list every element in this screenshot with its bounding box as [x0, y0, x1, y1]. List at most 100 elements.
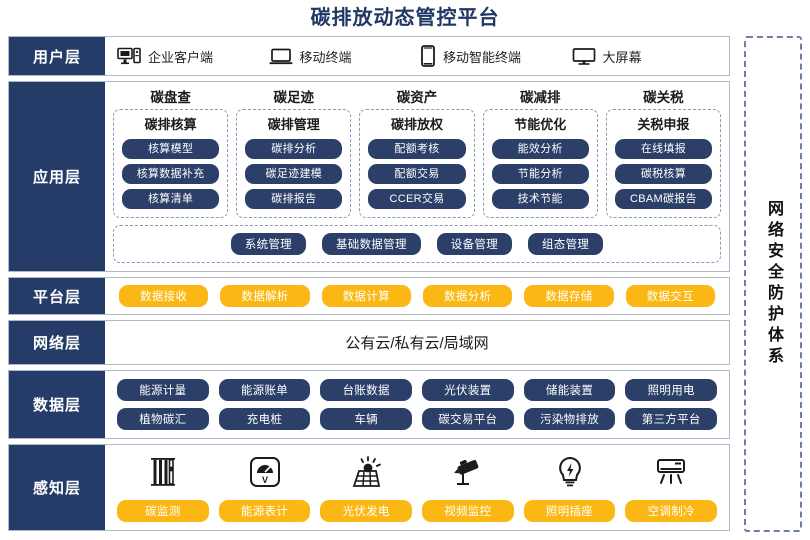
- user-item-mobile-terminal[interactable]: 移动终端: [269, 47, 415, 66]
- app-item-button[interactable]: 核算清单: [122, 189, 220, 209]
- light-bulb-icon: [557, 451, 583, 493]
- app-card-title: 节能优化: [514, 117, 567, 132]
- app-item-button[interactable]: 节能分析: [491, 164, 589, 184]
- layer-data-body: 能源计量 能源账单 台账数据 光伏装置 储能装置 照明用电 植物碳汇 充电桩 车…: [105, 371, 729, 438]
- app-column-carbon-inventory: 碳盘查 碳排核算 核算模型 核算数据补充 核算清单: [113, 86, 229, 218]
- application-columns: 碳盘查 碳排核算 核算模型 核算数据补充 核算清单 碳足迹 碳排管理 碳排分析: [113, 86, 722, 218]
- layer-application-body: 碳盘查 碳排核算 核算模型 核算数据补充 核算清单 碳足迹 碳排管理 碳排分析: [105, 82, 729, 271]
- platform-button[interactable]: 数据存储: [524, 285, 614, 307]
- sense-item-label: 照明插座: [523, 500, 616, 522]
- layer-platform: 平台层 数据接收 数据解析 数据计算 数据分析 数据存储 数据交互: [8, 277, 730, 315]
- app-card: 碳排核算 核算模型 核算数据补充 核算清单: [113, 109, 229, 218]
- app-item-button[interactable]: CBAM碳报告: [614, 189, 713, 209]
- app-card: 关税申报 在线填报 碳税核算 CBAM碳报告: [605, 109, 722, 218]
- layer-data-label: 数据层: [9, 371, 105, 438]
- data-source-button[interactable]: 植物碳汇: [117, 408, 209, 430]
- app-item-button[interactable]: 核算模型: [122, 139, 220, 159]
- platform-button[interactable]: 数据计算: [321, 285, 411, 307]
- platform-button[interactable]: 数据接收: [119, 285, 209, 307]
- app-card: 节能优化 能效分析 节能分析 技术节能: [482, 109, 598, 218]
- app-card-title: 碳排放权: [391, 117, 444, 132]
- security-band: 网络安全防护体系: [744, 36, 802, 532]
- app-item-button[interactable]: 在线填报: [614, 139, 713, 159]
- app-card: 碳排放权 配额考核 配额交易 CCER交易: [359, 109, 475, 218]
- layer-network-body: 公有云/私有云/局域网: [105, 321, 729, 364]
- sense-item-label: 空调制冷: [625, 500, 718, 522]
- data-source-button[interactable]: 第三方平台: [625, 408, 718, 430]
- app-item-button[interactable]: 碳排分析: [245, 139, 343, 159]
- layer-platform-body: 数据接收 数据解析 数据计算 数据分析 数据存储 数据交互: [105, 278, 729, 314]
- smartphone-icon: [420, 45, 436, 67]
- app-column-carbon-reduction: 碳减排 节能优化 能效分析 节能分析 技术节能: [482, 86, 598, 218]
- sense-item-video-surveillance[interactable]: 视频监控: [422, 451, 514, 522]
- layer-network: 网络层 公有云/私有云/局域网: [8, 320, 730, 365]
- management-button[interactable]: 基础数据管理: [321, 233, 421, 255]
- management-card: 系统管理 基础数据管理 设备管理 组态管理: [113, 225, 721, 263]
- app-column-title: 碳足迹: [273, 90, 315, 105]
- sense-item-energy-meter[interactable]: V 能源表计: [218, 451, 311, 522]
- data-row: 植物碳汇 充电桩 车辆 碳交易平台 污染物排放 第三方平台: [117, 408, 718, 430]
- data-source-button[interactable]: 光伏装置: [422, 379, 514, 401]
- management-button[interactable]: 组态管理: [528, 233, 604, 255]
- data-source-button[interactable]: 车辆: [320, 408, 413, 430]
- app-item-button[interactable]: 碳排报告: [245, 189, 343, 209]
- air-conditioner-icon: [654, 451, 688, 493]
- app-item-button[interactable]: 配额考核: [368, 139, 466, 159]
- app-item-button[interactable]: 配额交易: [368, 164, 466, 184]
- app-item-button[interactable]: 核算数据补充: [122, 164, 220, 184]
- desktop-tower-icon: [117, 47, 141, 66]
- user-item-enterprise-client[interactable]: 企业客户端: [117, 47, 263, 66]
- app-item-button[interactable]: 碳足迹建模: [245, 164, 343, 184]
- layer-sense-body: 碳监测 V 能源表计: [105, 445, 729, 530]
- app-item-button[interactable]: 碳税核算: [614, 164, 713, 184]
- layer-sense-label: 感知层: [9, 445, 105, 530]
- data-source-button[interactable]: 充电桩: [218, 408, 311, 430]
- layer-user: 用户层: [8, 36, 730, 76]
- sense-item-label: 视频监控: [422, 500, 514, 522]
- layer-application: 应用层 碳盘查 碳排核算 核算模型 核算数据补充 核算清单 碳足迹: [8, 81, 730, 272]
- app-card-title: 碳排管理: [267, 117, 320, 132]
- sense-item-air-conditioning[interactable]: 空调制冷: [625, 451, 718, 522]
- app-column-title: 碳盘查: [150, 90, 191, 105]
- sense-item-lighting-socket[interactable]: 照明插座: [523, 451, 616, 522]
- app-item-button[interactable]: 技术节能: [491, 189, 589, 209]
- management-button[interactable]: 系统管理: [230, 233, 306, 255]
- layer-platform-label: 平台层: [9, 278, 105, 314]
- data-source-button[interactable]: 台账数据: [320, 379, 413, 401]
- data-source-button[interactable]: 碳交易平台: [422, 408, 514, 430]
- network-text: 公有云/私有云/局域网: [345, 335, 489, 352]
- data-source-button[interactable]: 能源账单: [218, 379, 311, 401]
- user-item-large-screen[interactable]: 大屏幕: [572, 47, 718, 66]
- management-button[interactable]: 设备管理: [436, 233, 512, 255]
- data-source-button[interactable]: 污染物排放: [523, 408, 616, 430]
- app-column-title: 碳关税: [643, 90, 684, 105]
- app-column-carbon-assets: 碳资产 碳排放权 配额考核 配额交易 CCER交易: [359, 86, 475, 218]
- user-item-smart-mobile-terminal[interactable]: 移动智能终端: [420, 45, 566, 67]
- cctv-camera-icon: [451, 451, 485, 493]
- sense-item-solar-power[interactable]: 光伏发电: [320, 451, 413, 522]
- layer-network-label: 网络层: [9, 321, 105, 364]
- platform-button[interactable]: 数据分析: [422, 285, 513, 307]
- laptop-icon: [269, 47, 293, 66]
- app-card: 碳排管理 碳排分析 碳足迹建模 碳排报告: [236, 109, 352, 218]
- app-card-title: 碳排核算: [144, 117, 197, 132]
- layer-sense: 感知层: [8, 444, 730, 531]
- sense-item-carbon-monitor[interactable]: 碳监测: [117, 451, 209, 522]
- layer-user-body: 企业客户端 移动终端: [105, 37, 729, 75]
- sense-item-label: 碳监测: [117, 500, 209, 522]
- user-item-label: 大屏幕: [602, 49, 642, 65]
- platform-button[interactable]: 数据交互: [625, 285, 715, 307]
- app-item-button[interactable]: CCER交易: [368, 189, 466, 209]
- data-source-button[interactable]: 能源计量: [117, 379, 209, 401]
- data-row: 能源计量 能源账单 台账数据 光伏装置 储能装置 照明用电: [117, 379, 718, 401]
- security-band-label: 网络安全防护体系: [765, 200, 782, 368]
- platform-button[interactable]: 数据解析: [220, 285, 310, 307]
- solar-panel-icon: [349, 451, 383, 493]
- user-item-label: 企业客户端: [148, 49, 214, 65]
- layer-application-label: 应用层: [9, 82, 105, 271]
- app-item-button[interactable]: 能效分析: [491, 139, 589, 159]
- energy-meter-icon: V: [249, 451, 281, 493]
- data-source-button[interactable]: 照明用电: [625, 379, 718, 401]
- data-source-button[interactable]: 储能装置: [523, 379, 616, 401]
